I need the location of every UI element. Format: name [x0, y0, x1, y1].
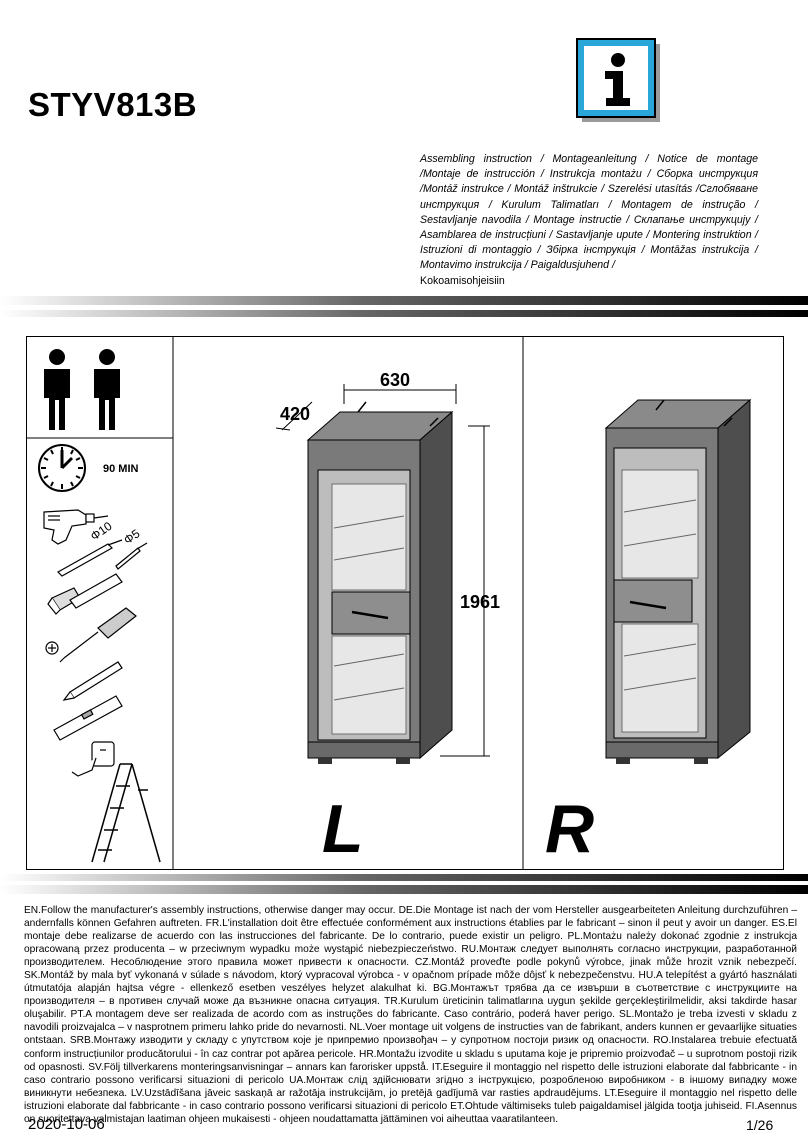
- safety-warning-text: EN.Follow the manufacturer's assembly in…: [24, 905, 797, 1125]
- document-title: STYV813B: [28, 86, 198, 123]
- info-icon: [576, 38, 660, 122]
- languages-intro: Assembling instruction / Montageanleitun…: [420, 153, 758, 272]
- illustration-panel: [26, 336, 784, 870]
- languages-last: Kokoamisohjeisiin: [420, 274, 505, 287]
- header-divider: [0, 296, 808, 317]
- page-number: 1/26: [746, 1117, 774, 1133]
- language-list: Assembling instruction / Montageanleitun…: [420, 152, 758, 289]
- document-date: 2020-10-06: [28, 1116, 105, 1133]
- footer-divider: [0, 874, 808, 894]
